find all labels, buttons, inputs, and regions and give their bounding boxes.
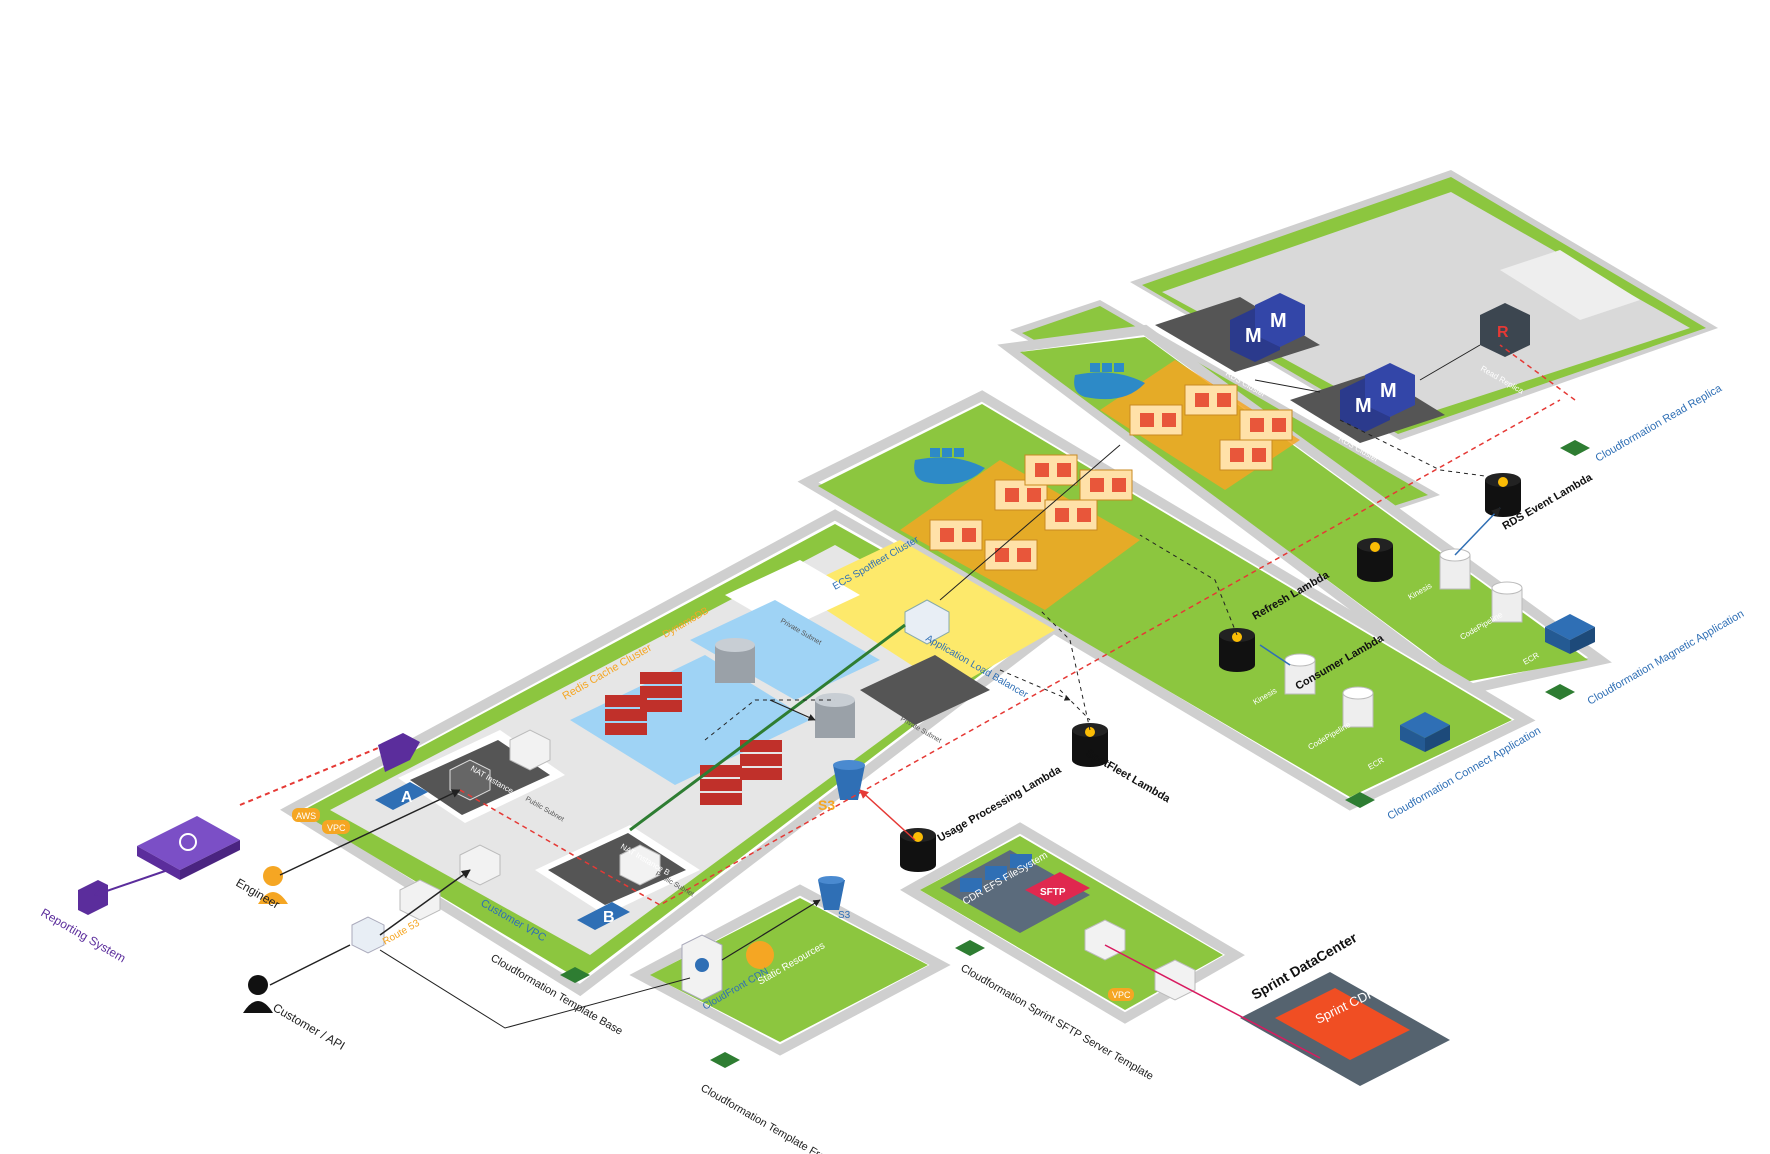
kinesis-icon: [1439, 548, 1471, 590]
svg-text:VPC: VPC: [1112, 990, 1131, 1000]
platform-frontend: [629, 884, 951, 1056]
cloudfront-icon: [681, 934, 723, 1001]
lambda-icon: [1219, 628, 1255, 672]
cloudformation-icon: [710, 1052, 740, 1068]
aws-badge: AWS: [292, 808, 320, 822]
svg-text:M: M: [1245, 325, 1262, 347]
engineer-icon: [258, 866, 288, 904]
sftp-label: SFTP: [1040, 887, 1066, 898]
lambda-icon: [1072, 723, 1108, 767]
redis-cluster-icon: [605, 672, 782, 805]
reporting-system-label: Reporting System: [39, 905, 129, 965]
svg-text:B: B: [603, 909, 615, 926]
svg-text:M: M: [1270, 310, 1287, 332]
cloudformation-icon: [1560, 440, 1590, 456]
cf-magnetic-label: Cloudformation Magnetic Application: [1586, 608, 1747, 708]
spotfleet-lambda-label: SpotFleet Lambda: [1084, 747, 1173, 806]
static-resources-icon: [746, 941, 774, 969]
svg-text:M: M: [1355, 395, 1372, 417]
analytics-service-icon: [137, 816, 240, 880]
codepipeline-icon: [1342, 686, 1374, 728]
svg-text:M: M: [1380, 380, 1397, 402]
cf-read-replica-label: Cloudformation Read Replica: [1594, 382, 1725, 465]
alb-icon: [904, 599, 950, 645]
svg-text:R: R: [1497, 324, 1509, 341]
read-replica-icon: R: [1480, 303, 1530, 357]
route53-label: Route 53: [381, 918, 422, 948]
vpc-badge: VPC: [322, 820, 350, 834]
vpn-gateway-icon: [1084, 919, 1196, 1001]
svg-text:A: A: [401, 789, 413, 806]
lambda-icon: [1485, 473, 1521, 517]
codepipeline-icon: [1491, 581, 1523, 623]
s3-icon: [833, 760, 865, 800]
ecr-icon: [1400, 712, 1450, 752]
sprint-datacenter: Sprint CDR: [1240, 972, 1450, 1086]
cloudformation-icon: [1345, 792, 1375, 808]
ecs-containers-magnetic: [1100, 360, 1300, 490]
cloudformation-icon: [560, 967, 590, 983]
kinesis-firehose-icon: [378, 733, 420, 772]
sftp-server-icon: SFTP: [1025, 872, 1090, 906]
docker-icon: [914, 448, 985, 485]
lambda-icon: [1357, 538, 1393, 582]
kinesis-icon: [1284, 653, 1316, 695]
vpc-small-badge: VPC: [1108, 988, 1134, 1001]
rds-cluster-icon: M M: [1340, 363, 1415, 432]
connectors: [93, 344, 1576, 1059]
lambda-icon: [900, 828, 936, 872]
efs-icon: [960, 854, 1032, 892]
s3-label: S3: [818, 797, 835, 813]
platform-read-replica: [1130, 170, 1718, 440]
reporting-system-icon: [78, 880, 108, 915]
customer-api-label: Customer / API: [271, 1000, 348, 1052]
cloudformation-icon: [1545, 684, 1575, 700]
ecs-containers-connect: [900, 454, 1140, 610]
s3-icon: [818, 876, 845, 910]
s3-static-label: S3: [838, 910, 851, 921]
route53-icon: [351, 916, 385, 954]
ecr-icon: [1545, 614, 1595, 654]
cloudformation-icon: [955, 940, 985, 956]
svg-text:AWS: AWS: [296, 811, 316, 821]
rds-cluster-icon: M M: [1230, 293, 1305, 362]
usage-lambda-label: Usage Processing Lambda: [936, 763, 1065, 844]
customer-icon: [243, 975, 273, 1013]
cf-frontend-label: Cloudformation Template FrontEnd Portal: [699, 1082, 880, 1154]
docker-icon: [1074, 363, 1145, 400]
az-b-badge: B: [577, 902, 630, 930]
az-a-badge: A: [375, 782, 428, 810]
svg-text:VPC: VPC: [327, 823, 346, 833]
